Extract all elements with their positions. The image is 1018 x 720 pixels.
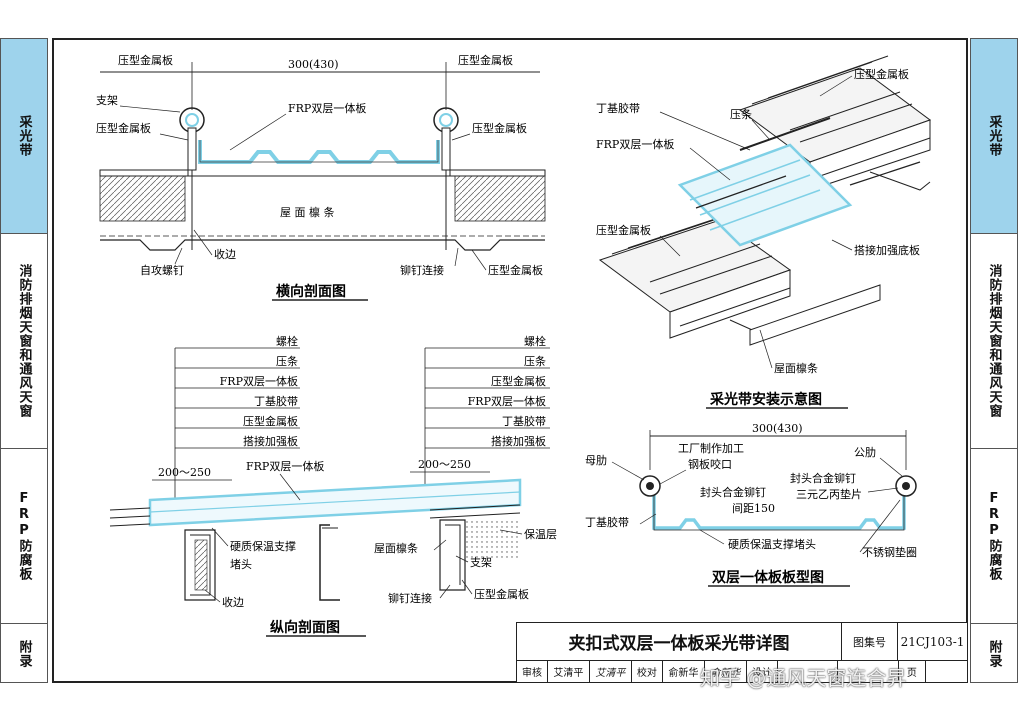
label: 屋面檩条 (774, 361, 818, 375)
transverse-dimension: 300(430) (288, 58, 339, 71)
label: 压型金属板 (118, 53, 173, 67)
label: 铆钉连接 (400, 263, 444, 277)
sidebar-tab-frp[interactable]: FRP防腐板 (971, 449, 1017, 624)
callout-label: 压条 (276, 354, 298, 368)
label: 封头合金铆钉 (700, 485, 766, 499)
label: 硬质保温支撑 (230, 539, 296, 553)
label: 压型金属板 (596, 223, 651, 237)
callout-label: 螺栓 (276, 334, 298, 348)
label: 堵头 (230, 557, 252, 571)
transverse-section: 300(430) 压型金属板 压型金属板 屋 面 檩 条 支架 压型金属板 FR… (96, 53, 546, 301)
label: 间距150 (732, 502, 775, 515)
title-block: 夹扣式双层一体板采光带详图 图集号 21CJ103-1 审核 艾清平 艾清平 校… (516, 622, 968, 683)
sidebar-tab-smoke-vent[interactable]: 消防排烟天窗和通风天窗 (1, 234, 47, 449)
cell: 艾清平 (590, 661, 632, 682)
sidebar-tab-label: 消防排烟天窗和通风天窗 (16, 264, 32, 418)
label: 压型金属板 (458, 53, 513, 67)
callout-label: FRP双层一体板 (220, 374, 298, 388)
callout-label: 压型金属板 (243, 414, 298, 428)
label: 母肋 (585, 453, 607, 467)
cell (926, 661, 967, 682)
cell: 审核 (517, 661, 548, 682)
sidebar-tab-label: 采光带 (986, 115, 1002, 157)
signature-row: 审核 艾清平 艾清平 校对 俞新华 俞新华 设计 页 (517, 661, 967, 682)
sidebar-tab-skylight[interactable]: 采光带 (1, 39, 47, 234)
callout-label: 丁基胶带 (254, 394, 298, 408)
sidebar-tab-label: FRP防腐板 (16, 491, 32, 581)
sidebar-tab-skylight[interactable]: 采光带 (971, 39, 1017, 234)
install-title: 采光带安装示意图 (709, 391, 822, 408)
callout-label: 搭接加强板 (243, 434, 298, 448)
atlas-label: 图集号 (842, 623, 898, 661)
label: 屋面檩条 (374, 541, 418, 555)
profile-diagram: 300(430) 母肋 公肋 工厂制作加工 钢板咬口 封头合金铆钉 间距150 … (585, 422, 917, 587)
dim-left: 200～250 (158, 466, 211, 479)
label: 不锈钢垫圈 (862, 545, 917, 559)
cell: 艾清平 (548, 661, 590, 682)
cell (778, 661, 839, 682)
install-diagram: 压型金属板 压条 丁基胶带 FRP双层一体板 压型金属板 搭接加强底板 屋面檩条… (596, 55, 932, 409)
label: 压条 (730, 107, 752, 121)
label: 支架 (96, 94, 118, 107)
label: 封头合金铆钉 (790, 471, 856, 485)
sidebar-tab-appendix[interactable]: 附录 (971, 624, 1017, 684)
cell: 俞新华 (705, 661, 747, 682)
sidebar-tab-label: 消防排烟天窗和通风天窗 (986, 264, 1002, 418)
profile-dimension: 300(430) (752, 422, 803, 435)
callout-label: 螺栓 (524, 334, 546, 348)
longitudinal-title: 纵向剖面图 (270, 619, 340, 636)
label: 钢板咬口 (688, 457, 732, 471)
label: 硬质保温支撑堵头 (728, 537, 816, 551)
sidebar-tab-label: 附录 (986, 640, 1002, 668)
label: 三元乙丙垫片 (796, 487, 862, 501)
transverse-title: 横向剖面图 (276, 283, 346, 300)
label: 收边 (214, 247, 236, 261)
label: 压型金属板 (472, 121, 527, 135)
atlas-number: 21CJ103-1 (898, 623, 967, 661)
label: 保温层 (524, 527, 557, 541)
cell: 校对 (632, 661, 663, 682)
sidebar-tab-label: 附录 (16, 640, 32, 668)
cell: 俞新华 (663, 661, 705, 682)
watermark: 知乎 @通风天窗连合昇 (700, 666, 907, 690)
label: FRP双层一体板 (288, 101, 366, 115)
cell: 设计 (747, 661, 778, 682)
label: 自攻螺钉 (140, 263, 184, 277)
label: 压型金属板 (854, 67, 909, 81)
label: 公肋 (854, 445, 876, 459)
label: 工厂制作加工 (678, 442, 744, 455)
callout-label: 压型金属板 (491, 374, 546, 388)
label: 铆钉连接 (388, 591, 432, 605)
left-sidebar: 采光带 消防排烟天窗和通风天窗 FRP防腐板 附录 (0, 38, 48, 683)
label: 丁基胶带 (585, 515, 629, 529)
sidebar-tab-frp[interactable]: FRP防腐板 (1, 449, 47, 624)
label: 收边 (222, 595, 244, 609)
profile-title: 双层一体板板型图 (712, 569, 824, 586)
dim-right: 200～250 (418, 458, 471, 471)
label: FRP双层一体板 (246, 459, 324, 473)
drawing-title: 夹扣式双层一体板采光带详图 (517, 623, 842, 661)
callout-label: 搭接加强板 (491, 434, 546, 448)
label: 丁基胶带 (596, 101, 640, 115)
sidebar-tab-smoke-vent[interactable]: 消防排烟天窗和通风天窗 (971, 234, 1017, 449)
callout-label: 压条 (524, 354, 546, 368)
label: 压型金属板 (96, 121, 151, 135)
cell: 页 (899, 661, 927, 682)
drawing-frame (52, 38, 968, 683)
label: 压型金属板 (488, 263, 543, 277)
sidebar-tab-label: FRP防腐板 (986, 491, 1002, 581)
callout-label: 丁基胶带 (502, 414, 546, 428)
label: 压型金属板 (474, 587, 529, 601)
label: 搭接加强底板 (854, 243, 920, 257)
label: FRP双层一体板 (596, 137, 674, 151)
label: 屋 面 檩 条 (280, 205, 335, 219)
label: 支架 (470, 556, 492, 569)
callout-label: FRP双层一体板 (468, 394, 546, 408)
sidebar-tab-label: 采光带 (16, 115, 32, 157)
cell (838, 661, 899, 682)
sidebar-tab-appendix[interactable]: 附录 (1, 624, 47, 684)
